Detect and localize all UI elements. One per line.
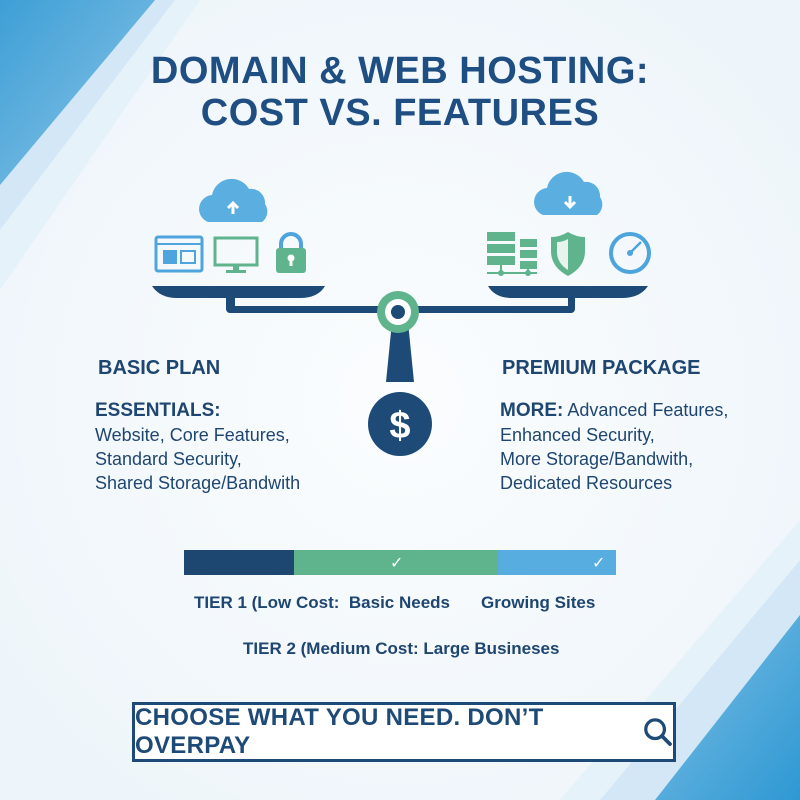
shield-icon (551, 232, 585, 276)
tier-1-label: TIER 1 (Low Cost: Basic Needs (194, 593, 450, 612)
tier-segment-high: ✓ (498, 550, 616, 575)
essentials-label: ESSENTIALS: (95, 400, 221, 421)
page-title: DOMAIN & WEB HOSTING: COST VS. FEATURES (0, 50, 800, 134)
server-rack-icon (487, 232, 537, 276)
tier-2-label: TIER 2 (Medium Cost: Large Busineses (243, 639, 560, 658)
call-to-action-text: CHOOSE WHAT YOU NEED. DON’T OVERPAY (135, 704, 544, 759)
checkmark-icon: ✓ (592, 554, 606, 572)
premium-feature-line: Enhanced Security, (500, 425, 655, 445)
basic-feature-line: Website, Core Features, (95, 425, 290, 445)
tier-segment-low (184, 550, 294, 575)
basic-plan-features: ESSENTIALS: Website, Core Features, Stan… (95, 398, 300, 495)
growing-sites-label: Growing Sites (481, 593, 596, 612)
premium-package-heading: PREMIUM PACKAGE (502, 357, 701, 379)
call-to-action-box: CHOOSE WHAT YOU NEED. DON’T OVERPAY (132, 702, 676, 762)
title-line-1: DOMAIN & WEB HOSTING: (150, 50, 650, 92)
cloud-upload-icon (199, 178, 268, 222)
tier-bar: ✓ ✓ (184, 550, 616, 575)
svg-text:$: $ (389, 405, 410, 447)
search-icon (644, 718, 673, 746)
speedometer-icon (609, 232, 651, 274)
premium-feature-line: Dedicated Resources (500, 473, 673, 493)
tier-segment-medium: ✓ (294, 550, 498, 575)
premium-feature-line: More Storage/Bandwith, (500, 449, 694, 469)
padlock-icon (276, 232, 306, 273)
basic-plan-heading: BASIC PLAN (98, 357, 221, 379)
premium-feature-line: Advanced Features, (563, 400, 729, 420)
dollar-weight-icon: $ (368, 392, 432, 456)
browser-window-icon (154, 235, 204, 273)
premium-package-features: MORE: Advanced Features, Enhanced Securi… (500, 398, 728, 495)
monitor-icon (213, 236, 259, 273)
basic-feature-line: Shared Storage/Bandwith (95, 473, 301, 493)
cloud-download-icon (534, 171, 603, 215)
more-label: MORE: (500, 400, 564, 421)
title-line-2: COST VS. FEATURES (200, 92, 600, 134)
checkmark-icon: ✓ (390, 554, 404, 572)
basic-feature-line: Standard Security, (95, 449, 242, 469)
